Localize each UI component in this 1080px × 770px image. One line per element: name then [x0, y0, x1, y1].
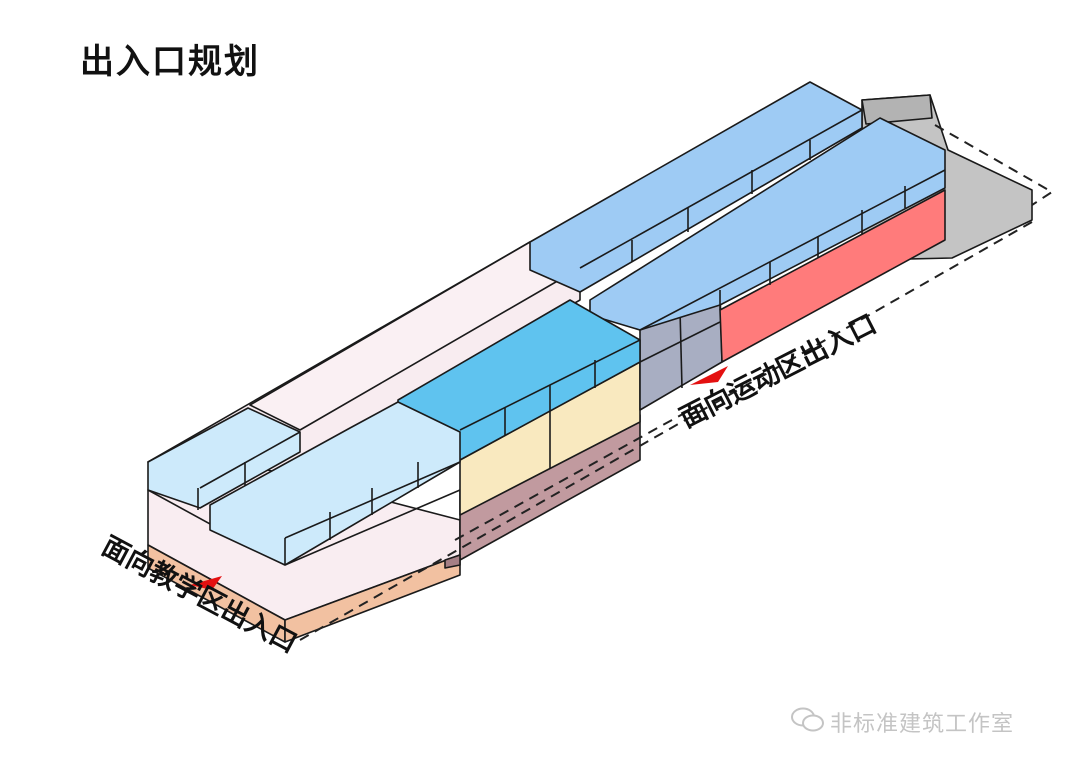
light-blue-volume	[147, 401, 461, 566]
watermark-text: 非标准建筑工作室	[830, 712, 1015, 737]
site-boundary-dashed	[299, 124, 1054, 641]
orange-base-strip	[147, 544, 461, 643]
red-wall	[719, 189, 946, 363]
blue-long-volume	[529, 81, 946, 331]
wechat-icon	[791, 707, 824, 732]
entrance-arrow-icon	[190, 366, 728, 590]
page-title: 出入口规划	[80, 42, 260, 82]
